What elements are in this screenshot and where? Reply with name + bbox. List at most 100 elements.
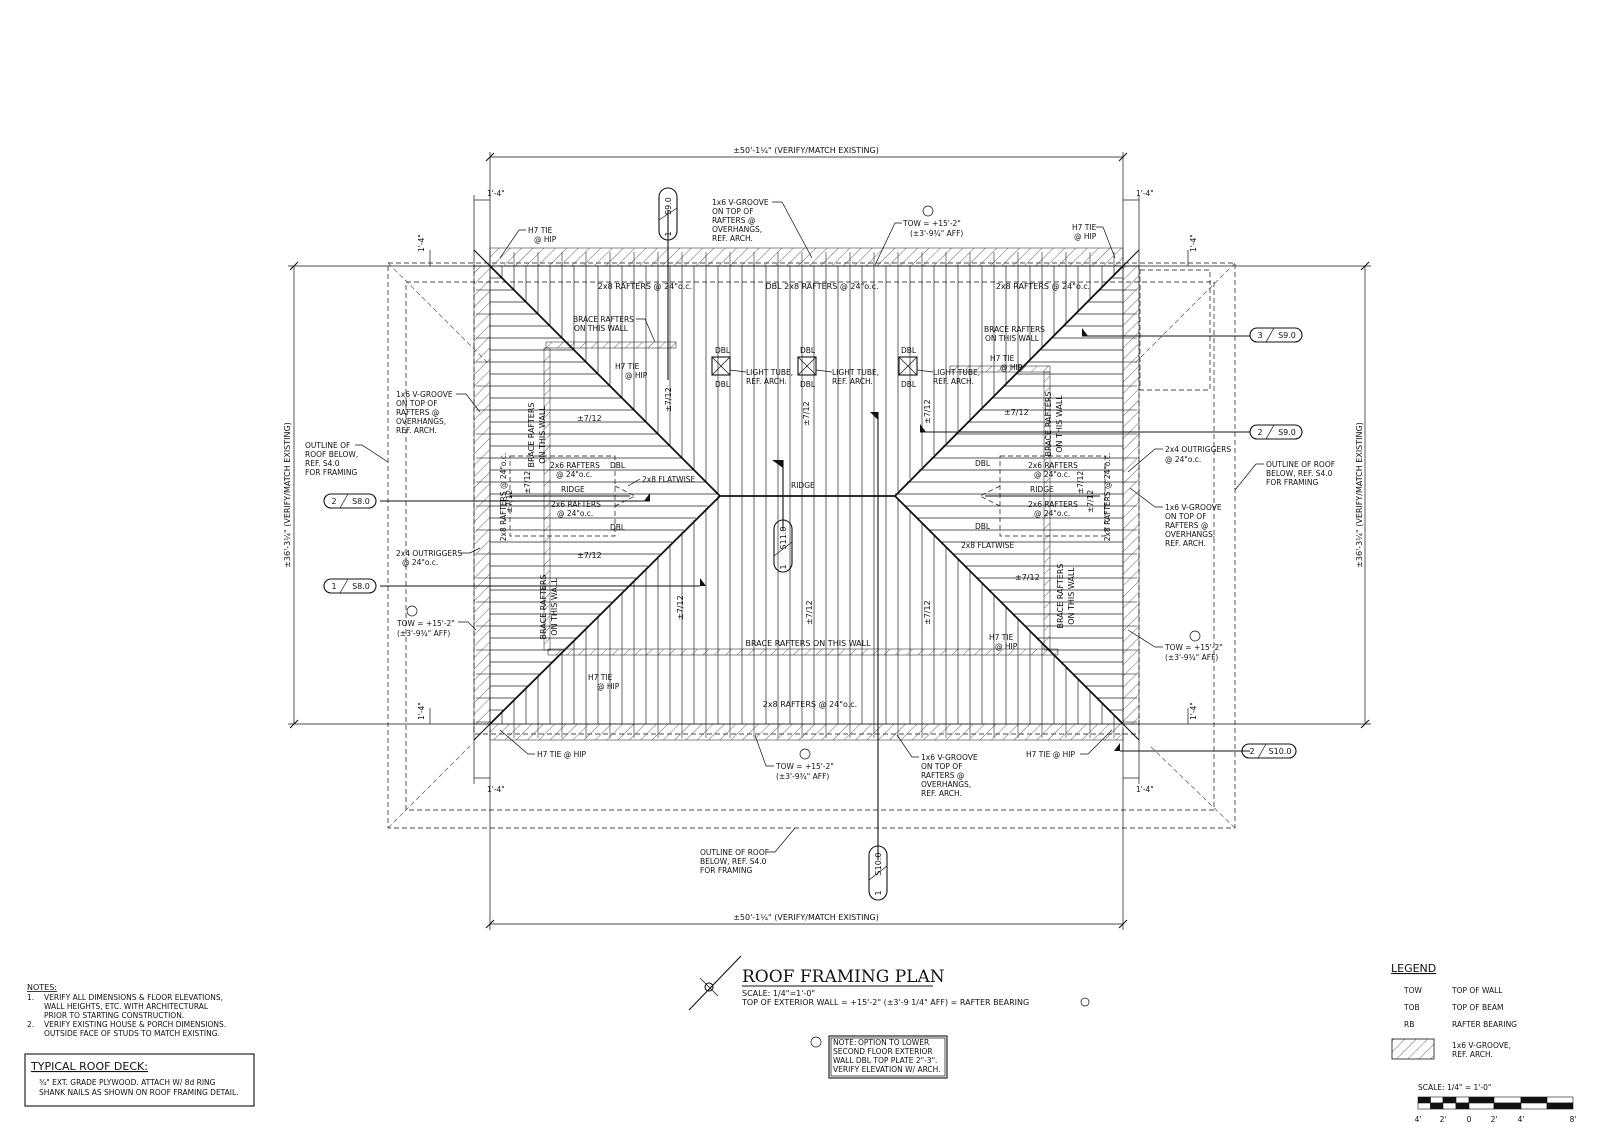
svg-text:WALL DBL TOP PLATE 2"-3".: WALL DBL TOP PLATE 2"-3". xyxy=(833,1056,937,1065)
h7-tie-top-left: H7 TIE @ HIP xyxy=(499,226,557,259)
pitch-8: ±7/12 xyxy=(676,595,685,620)
svg-text:OUTLINE OF: OUTLINE OF xyxy=(305,441,350,450)
pitch-7: ±7/12 xyxy=(923,399,932,424)
rafters-2x6-left-top: 2x6 RAFTERS xyxy=(550,461,600,470)
scale-bar-segment xyxy=(1430,1096,1444,1104)
light-tube-note-1: LIGHT TUBE, REF. ARCH. xyxy=(729,368,793,386)
svg-text:S9.0: S9.0 xyxy=(664,197,673,215)
svg-text:NOTE:: NOTE: xyxy=(833,1038,856,1047)
v-groove-note-top: 1x6 V-GROOVE ON TOP OF RAFTERS @ OVERHAN… xyxy=(712,198,813,259)
title-block: ROOF FRAMING PLAN SCALE: 1/4"=1'-0" TOP … xyxy=(688,955,1090,1011)
pitch-4: ±7/12 xyxy=(1015,573,1040,582)
rafters-2x6-left-bottom: 2x6 RAFTERS xyxy=(551,500,601,509)
pitch-10: ±7/12 xyxy=(923,600,932,625)
svg-text:2': 2' xyxy=(1440,1115,1447,1124)
dbl-rafters-top: DBL 2x8 RAFTERS @ 24"o.c. xyxy=(765,282,878,291)
scale-bar-segment xyxy=(1442,1096,1457,1104)
svg-text:OVERHANGS,: OVERHANGS, xyxy=(712,225,762,234)
dbl-left-bottom: DBL xyxy=(610,523,626,532)
svg-text:RAFTERS @: RAFTERS @ xyxy=(396,408,439,417)
svg-text:ON THIS WALL: ON THIS WALL xyxy=(985,334,1040,343)
svg-text:TOW = +15'-2": TOW = +15'-2" xyxy=(1164,643,1223,652)
section-callout-s10-0-1[interactable]: 1 S10.0 xyxy=(868,845,888,901)
svg-text:@ HIP: @ HIP xyxy=(534,235,557,244)
svg-text:REF. ARCH.: REF. ARCH. xyxy=(396,426,437,435)
svg-text:BRACE RAFTERS: BRACE RAFTERS xyxy=(573,315,634,324)
svg-text:NOTES:: NOTES: xyxy=(27,983,57,992)
scale-bar-segment xyxy=(1442,1102,1457,1110)
ridge-right: RIDGE xyxy=(1030,485,1054,494)
legend: LEGEND TOW TOP OF WALL TOB TOP OF BEAM R… xyxy=(1391,962,1517,1060)
svg-text:LIGHT TUBE,: LIGHT TUBE, xyxy=(746,368,793,377)
rafters-2x8-top-left: 2x8 RAFTERS @ 24"o.c. xyxy=(598,282,692,291)
dbl-right-top: DBL xyxy=(975,459,991,468)
scale-bar-segment xyxy=(1546,1102,1574,1110)
svg-text:OUTSIDE FACE OF STUDS TO MATCH: OUTSIDE FACE OF STUDS TO MATCH EXISTING. xyxy=(44,1029,220,1038)
pitch-12: ±7/12 xyxy=(1086,490,1095,513)
scale-bar-segment xyxy=(1417,1096,1431,1104)
overhang-dim-bottom-right: 1'-4" xyxy=(1136,785,1154,794)
section-callout-s9-0-top[interactable]: 1 S9.0 xyxy=(658,187,678,241)
v-groove-hatch-bands xyxy=(473,247,1140,741)
tow-note-right: TOW = +15'-2" (±3'-9¾" AFF) xyxy=(1127,629,1223,662)
svg-text:TOW: TOW xyxy=(1403,986,1422,995)
section-callout-s9-0-3[interactable]: 3 S9.0 xyxy=(1249,327,1303,343)
h7-tie-lower-right: H7 TIE @ HIP xyxy=(989,633,1018,651)
svg-text:ON TOP OF: ON TOP OF xyxy=(712,207,754,216)
section-callout-s10-0-2[interactable]: 2 S10.0 xyxy=(1241,743,1297,759)
svg-text:(±3'-9¾" AFF): (±3'-9¾" AFF) xyxy=(1165,653,1218,662)
svg-text:2x4 OUTRIGGERS: 2x4 OUTRIGGERS xyxy=(1165,445,1231,454)
svg-text:@ HIP: @ HIP xyxy=(1000,363,1023,372)
h7-tie-lower-left: H7 TIE @ HIP xyxy=(588,673,620,691)
dimension-lines xyxy=(288,152,1371,930)
section-callout-s8-0-1[interactable]: 1 S8.0 xyxy=(323,578,377,594)
svg-text:4': 4' xyxy=(1415,1115,1422,1124)
svg-text:1x6 V-GROOVE: 1x6 V-GROOVE xyxy=(921,753,978,762)
overhang-dim-top-right: 1'-4" xyxy=(1136,189,1154,198)
brace-rafters-top: BRACE RAFTERS ON THIS WALL xyxy=(573,315,656,343)
drawing-scale: SCALE: 1/4"=1'-0" xyxy=(742,989,815,998)
svg-text:S10.0: S10.0 xyxy=(874,853,883,876)
svg-text:S8.0: S8.0 xyxy=(352,582,370,591)
section-callout-s8-0-2[interactable]: 2 S8.0 xyxy=(323,493,377,509)
svg-text:RAFTERS @: RAFTERS @ xyxy=(921,771,964,780)
scale-bar-segment xyxy=(1520,1102,1548,1110)
svg-text:S10.0: S10.0 xyxy=(1269,747,1292,756)
svg-text:2: 2 xyxy=(1257,428,1262,437)
svg-text:S8.0: S8.0 xyxy=(352,497,370,506)
svg-text:OVERHANGS,: OVERHANGS, xyxy=(396,417,446,426)
flatwise-left: 2x8 FLATWISE xyxy=(642,475,696,484)
svg-text:BELOW, REF. S4.0: BELOW, REF. S4.0 xyxy=(1266,469,1333,478)
section-cut-lines xyxy=(380,210,1250,860)
svg-text:2: 2 xyxy=(331,497,336,506)
section-callout-s11-0[interactable]: 1 S11.0 xyxy=(773,519,793,573)
svg-text:RAFTERS @: RAFTERS @ xyxy=(1165,521,1208,530)
scale-bar-segment xyxy=(1430,1102,1444,1110)
section-callout-s9-0-2[interactable]: 2 S9.0 xyxy=(1249,424,1303,440)
brace-rafters-left-lower-2: ON THIS WALL xyxy=(550,578,559,636)
outline-roof-note-bottom: OUTLINE OF ROOF BELOW, REF. S4.0 FOR FRA… xyxy=(700,827,796,875)
outline-roof-note-left: OUTLINE OF ROOF BELOW, REF. S4.0 FOR FRA… xyxy=(305,441,389,477)
outriggers-note-left: 2x4 OUTRIGGERS @ 24"o.c. xyxy=(396,547,481,567)
pitch-2: ±7/12 xyxy=(577,551,602,560)
svg-text:1x6 V-GROOVE: 1x6 V-GROOVE xyxy=(712,198,769,207)
pitch-3: ±7/12 xyxy=(1004,408,1029,417)
rafters xyxy=(476,252,1137,738)
pitch-6: ±7/12 xyxy=(802,401,811,426)
ridge-left: RIDGE xyxy=(561,485,585,494)
brace-rafters-right-upper-1: BRACE RAFTERS xyxy=(1044,392,1053,457)
scale-bar-segment xyxy=(1520,1096,1548,1104)
svg-text:TOB: TOB xyxy=(1403,1003,1420,1012)
drawing-title: ROOF FRAMING PLAN xyxy=(742,967,945,987)
svg-text:OVERHANGS,: OVERHANGS, xyxy=(921,780,971,789)
brace-rafters-right-lower-2: ON THIS WALL xyxy=(1067,567,1076,625)
svg-text:FOR FRAMING: FOR FRAMING xyxy=(305,468,357,477)
tow-note-top: TOW = +15'-2" (±3'-9¾" AFF) xyxy=(874,205,963,266)
svg-text:¾" EXT. GRADE PLYWOOD. ATTACH: ¾" EXT. GRADE PLYWOOD. ATTACH W/ 8d RING xyxy=(39,1078,216,1087)
svg-text:RAFTER BEARING: RAFTER BEARING xyxy=(1452,1020,1517,1029)
scale-bar-segment xyxy=(1455,1096,1470,1104)
svg-text:2x4 OUTRIGGERS: 2x4 OUTRIGGERS xyxy=(396,549,462,558)
svg-text:LIGHT TUBE,: LIGHT TUBE, xyxy=(832,368,879,377)
svg-text:VERIFY ALL DIMENSIONS & FLOOR: VERIFY ALL DIMENSIONS & FLOOR ELEVATIONS… xyxy=(44,993,223,1002)
dbl-label-4: DBL xyxy=(800,380,816,389)
